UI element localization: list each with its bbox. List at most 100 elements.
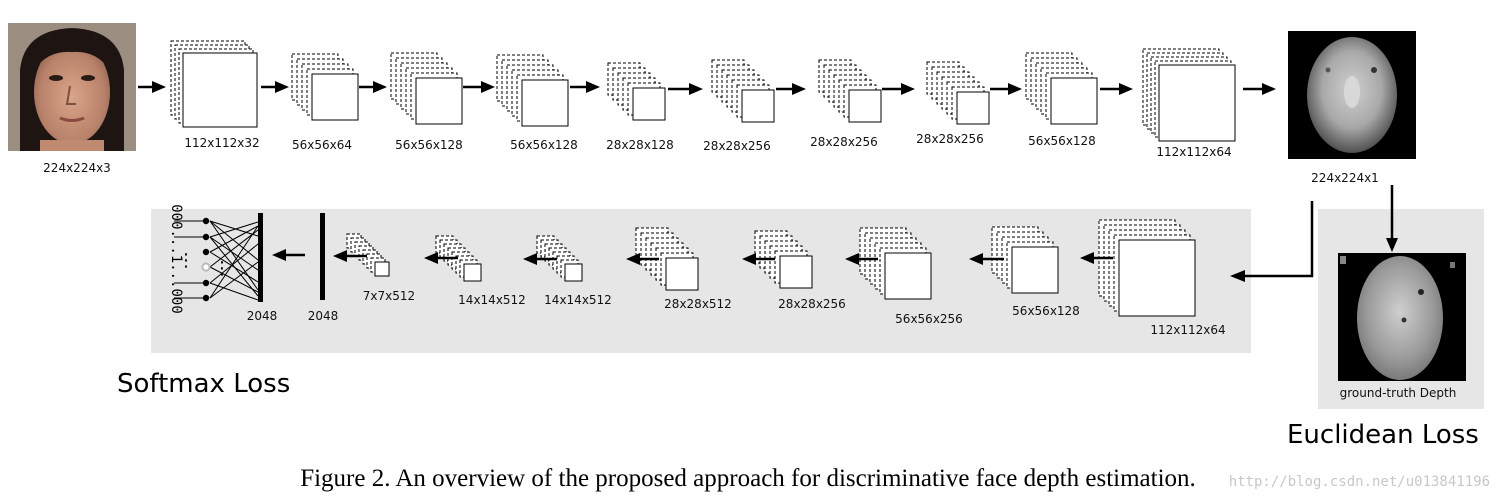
arrow-icon bbox=[742, 253, 756, 265]
arrow-icon bbox=[333, 250, 347, 262]
encoder-label: 56x56x128 bbox=[395, 138, 463, 152]
arrow-icon bbox=[845, 253, 859, 265]
output-node bbox=[202, 233, 210, 241]
arrow-icon bbox=[689, 83, 703, 95]
arrow-icon bbox=[272, 249, 286, 261]
fully-connected-links bbox=[174, 220, 259, 301]
encoder-label: 56x56x128 bbox=[1028, 134, 1096, 148]
encoder-label: 56x56x64 bbox=[292, 138, 352, 152]
encoder-label: 28x28x256 bbox=[916, 132, 984, 146]
fc-label: 2048 bbox=[308, 309, 339, 323]
classifier-blocks bbox=[346, 219, 1196, 317]
output-node bbox=[202, 248, 210, 256]
encoder-labels: 112x112x32 56x56x64 56x56x128 56x56x128 … bbox=[184, 132, 1231, 159]
classifier-block bbox=[536, 235, 583, 282]
feature-map-front bbox=[415, 77, 463, 125]
arrow-icon bbox=[586, 81, 600, 93]
one-hot-vector-label: 000...1...000 bbox=[168, 204, 184, 314]
classifier-label: 14x14x512 bbox=[458, 293, 526, 307]
feature-map-front bbox=[848, 89, 882, 123]
figure-caption: Figure 2. An overview of the proposed ap… bbox=[300, 465, 1196, 492]
output-nodes: ⋮ ⋮ bbox=[177, 217, 231, 302]
arrow-icon bbox=[523, 253, 537, 265]
classifier-label: 56x56x128 bbox=[1012, 304, 1080, 318]
encoder-label: 112x112x32 bbox=[184, 136, 259, 150]
encoder-label: 28x28x256 bbox=[703, 139, 771, 153]
classifier-label: 28x28x256 bbox=[778, 297, 846, 311]
arrow-icon bbox=[1080, 252, 1094, 264]
arrow-icon bbox=[1386, 238, 1398, 252]
output-node bbox=[202, 294, 210, 302]
ellipsis-glyph: ⋮ bbox=[177, 250, 195, 271]
arrow-icon bbox=[481, 81, 495, 93]
feature-map-front bbox=[1050, 77, 1098, 125]
classifier-label: 28x28x512 bbox=[664, 297, 732, 311]
fc-layer-bar bbox=[320, 213, 325, 300]
feature-map-front bbox=[564, 263, 583, 282]
encoder-block bbox=[926, 61, 990, 125]
feature-map-front bbox=[1011, 246, 1059, 294]
encoder-block bbox=[170, 40, 258, 128]
classifier-block bbox=[635, 227, 699, 291]
arrow-icon bbox=[373, 81, 387, 93]
encoder-block bbox=[1142, 48, 1236, 142]
classifier-block bbox=[991, 226, 1059, 294]
feature-map-front bbox=[311, 73, 359, 121]
feature-map-front bbox=[521, 79, 569, 127]
classifier-label: 7x7x512 bbox=[363, 289, 415, 303]
feature-map-front bbox=[741, 89, 775, 123]
arrow-icon bbox=[1262, 83, 1276, 95]
encoder-block bbox=[496, 54, 569, 127]
encoder-label: 28x28x128 bbox=[606, 138, 674, 152]
depth-output-label: 224x224x1 bbox=[1311, 171, 1379, 185]
ellipsis-glyph: ⋮ bbox=[213, 258, 231, 279]
encoder-block bbox=[607, 62, 666, 121]
arrow-icon bbox=[275, 81, 289, 93]
encoder-block bbox=[818, 59, 882, 123]
ground-truth-image bbox=[1338, 253, 1466, 381]
fc-layer-bar bbox=[258, 213, 263, 302]
arrow-icon bbox=[969, 253, 983, 265]
arrow-icon bbox=[1008, 83, 1022, 95]
depth-to-classifier-connector bbox=[1243, 201, 1314, 278]
output-node bbox=[202, 217, 210, 225]
classifier-block bbox=[754, 230, 813, 289]
encoder-blocks bbox=[170, 40, 1236, 142]
arrow-icon bbox=[626, 253, 640, 265]
feature-map-front bbox=[374, 261, 390, 277]
flow-arrows bbox=[138, 81, 1276, 265]
arrow-icon bbox=[424, 252, 438, 264]
feature-map-front bbox=[182, 52, 258, 128]
classifier-panel bbox=[151, 209, 1251, 353]
encoder-block bbox=[291, 53, 359, 121]
classifier-labels: 112x112x64 56x56x128 56x56x256 28x28x256… bbox=[363, 289, 1226, 337]
feature-map-front bbox=[1158, 64, 1236, 142]
output-node bbox=[202, 279, 210, 287]
encoder-block bbox=[1025, 52, 1098, 125]
feature-map-front bbox=[779, 255, 813, 289]
output-node bbox=[201, 262, 211, 272]
euclidean-loss-label: Euclidean Loss bbox=[1287, 420, 1479, 450]
feature-map-front bbox=[463, 263, 482, 282]
arrow-icon bbox=[1230, 270, 1245, 282]
classifier-block bbox=[859, 227, 932, 300]
input-face-image bbox=[8, 23, 136, 151]
classifier-label: 14x14x512 bbox=[544, 293, 612, 307]
depth-output-image bbox=[1288, 31, 1416, 159]
classifier-block bbox=[1098, 219, 1196, 317]
feature-map-front bbox=[1118, 239, 1196, 317]
classifier-label: 112x112x64 bbox=[1150, 323, 1225, 337]
encoder-label: 112x112x64 bbox=[1156, 145, 1231, 159]
arrow-icon bbox=[152, 81, 166, 93]
arrow-icon bbox=[901, 83, 915, 95]
encoder-block bbox=[390, 52, 463, 125]
watermark: http://blog.csdn.net/u013841196 bbox=[1229, 474, 1490, 490]
classifier-label: 56x56x256 bbox=[895, 312, 963, 326]
feature-map-front bbox=[632, 87, 666, 121]
encoder-label: 28x28x256 bbox=[810, 135, 878, 149]
softmax-loss-label: Softmax Loss bbox=[117, 369, 290, 399]
fc-label: 2048 bbox=[247, 309, 278, 323]
feature-map-front bbox=[884, 252, 932, 300]
arrow-icon bbox=[792, 83, 806, 95]
